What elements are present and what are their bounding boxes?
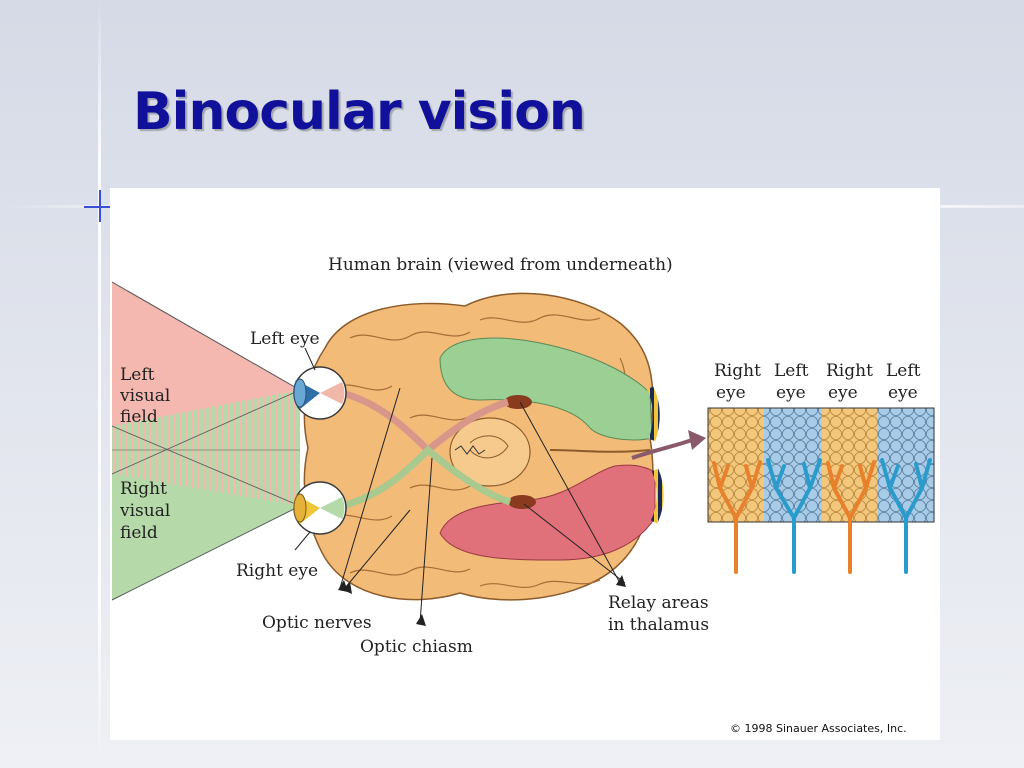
arrow-to-cortex-grid <box>631 438 693 460</box>
left-eye-label: Left eye <box>250 329 320 349</box>
right-eye <box>293 481 347 535</box>
optic-pathway <box>341 389 512 510</box>
left-visual-cortex-area <box>439 337 653 441</box>
relay-areas-label-line1: Relay areas <box>608 593 709 613</box>
visual-fields <box>111 281 301 601</box>
optic-chiasm-label: Optic chiasm <box>360 637 473 657</box>
neurons <box>712 458 932 574</box>
left-visual-field-region <box>112 282 300 450</box>
column-label-3-line1: Right <box>826 361 873 381</box>
figure-heading: Human brain (viewed from underneath) <box>328 255 673 275</box>
ocular-dominance-columns <box>707 407 935 523</box>
column-label-3-line2: eye <box>828 383 858 403</box>
neuron-orange-1 <box>712 460 762 574</box>
crosshair-vertical <box>99 190 101 222</box>
right-visual-field-label-line1: Right <box>120 479 167 499</box>
left-visual-field-label-line2: visual <box>119 386 170 406</box>
decorative-vertical-line <box>98 0 101 768</box>
column-label-1-line1: Right <box>714 361 761 381</box>
column-label-4-line1: Left <box>886 361 921 381</box>
left-visual-field-label-line3: field <box>120 407 158 427</box>
neuron-blue-2 <box>880 458 932 574</box>
copyright-text: © 1998 Sinauer Associates, Inc. <box>730 722 907 735</box>
relay-area-upper <box>504 395 532 409</box>
left-visual-field-label-line1: Left <box>120 365 155 385</box>
column-right-eye-2 <box>822 408 878 522</box>
pointer-lines <box>294 347 626 624</box>
figure-svg: Human brain (viewed from underneath) Lef… <box>111 255 935 735</box>
neuron-blue-1 <box>766 458 822 574</box>
right-visual-field-region <box>112 450 300 600</box>
column-left-eye-2 <box>878 408 934 522</box>
right-visual-field-label-line2: visual <box>119 501 170 521</box>
column-label-2-line2: eye <box>776 383 806 403</box>
optic-nerves-label: Optic nerves <box>262 613 372 633</box>
column-label-4-line2: eye <box>888 383 918 403</box>
right-eye-label: Right eye <box>236 561 318 581</box>
right-visual-field-label-line3: field <box>120 523 158 543</box>
brain-midline <box>549 449 651 453</box>
column-right-eye-1 <box>708 408 764 522</box>
left-eye <box>293 366 347 420</box>
neuron-orange-2 <box>826 460 876 574</box>
striped-cortex-edge-lower <box>650 468 664 524</box>
brainstem <box>449 417 531 487</box>
relay-areas-label-line2: in thalamus <box>608 615 709 635</box>
column-left-eye-1 <box>764 408 822 522</box>
column-label-1-line2: eye <box>716 383 746 403</box>
overlap-striped-region <box>112 390 300 506</box>
slide-title: Binocular vision <box>133 82 586 142</box>
striped-cortex-edge-upper <box>646 386 660 442</box>
column-label-2-line1: Left <box>774 361 809 381</box>
binocular-vision-figure: Human brain (viewed from underneath) Lef… <box>110 188 940 740</box>
relay-area-lower <box>508 495 536 509</box>
